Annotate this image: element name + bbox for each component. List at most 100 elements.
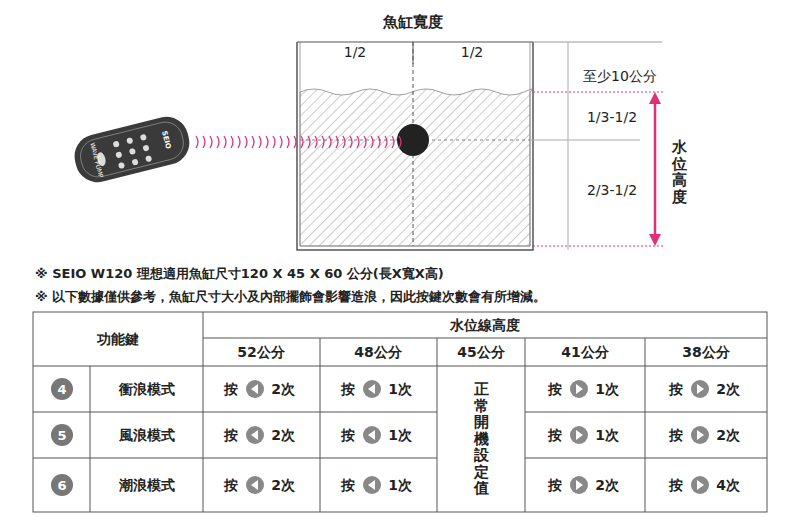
table-cell: 2次	[716, 381, 740, 398]
signal-wave	[294, 136, 296, 148]
table-cell: 按	[341, 381, 355, 398]
table-cell: 風浪模式	[119, 427, 175, 444]
signal-wave	[245, 136, 247, 148]
signal-wave	[357, 136, 359, 148]
table-cell: 按	[548, 381, 562, 398]
signal-wave	[350, 136, 352, 148]
arrow-icon	[368, 430, 375, 440]
signal-wave	[364, 136, 366, 148]
button-icon	[570, 380, 588, 398]
table-cell: 1次	[388, 427, 412, 444]
label: 1/3-1/2	[587, 109, 637, 126]
table-cell: 2次	[595, 477, 619, 494]
button-icon	[570, 426, 588, 444]
callout-number: 6	[51, 474, 73, 496]
arrow-icon	[576, 430, 583, 440]
label: 水位線高度	[450, 317, 520, 334]
table-cell: 按	[341, 477, 355, 494]
signal-wave	[378, 136, 380, 148]
label: 1/2	[461, 44, 484, 61]
signal-wave	[287, 136, 289, 148]
signal-wave	[315, 136, 317, 148]
signal-wave	[343, 136, 345, 148]
button-icon	[691, 476, 709, 494]
table-cell: 潮浪模式	[119, 477, 175, 494]
signal-wave	[280, 136, 282, 148]
table-cell: 2次	[271, 427, 295, 444]
table-cell: 4次	[716, 477, 740, 494]
table-cell: 2次	[271, 381, 295, 398]
table-cell: 2次	[716, 427, 740, 444]
signal-wave	[392, 136, 394, 148]
signal-wave	[203, 136, 205, 148]
button-icon	[363, 426, 381, 444]
vertical-label: 正常開機設定值	[474, 381, 489, 497]
table-cell: 按	[224, 381, 238, 398]
arrow-icon	[251, 480, 258, 490]
arrow-icon	[368, 480, 375, 490]
label: 41公分	[561, 344, 608, 361]
button-icon	[363, 380, 381, 398]
callout-number: 5	[51, 424, 73, 446]
button-icon	[691, 380, 709, 398]
arrow-icon	[576, 480, 583, 490]
table-cell: 按	[224, 477, 238, 494]
signal-wave	[301, 136, 303, 148]
button-icon	[363, 476, 381, 494]
table-cell: 按	[669, 477, 683, 494]
arrow-icon	[576, 384, 583, 394]
signal-wave	[238, 136, 240, 148]
table-cell: 1次	[388, 381, 412, 398]
table-cell: 按	[548, 477, 562, 494]
button-icon	[246, 426, 264, 444]
signal-wave	[210, 136, 212, 148]
callout-text: 5	[57, 428, 66, 443]
signal-wave	[217, 136, 219, 148]
signal-wave	[329, 136, 331, 148]
callout-number: 4	[51, 378, 73, 400]
callout-text: 6	[57, 478, 66, 493]
signal-wave	[224, 136, 226, 148]
signal-wave	[322, 136, 324, 148]
signal-wave	[371, 136, 373, 148]
table-cell: 衝浪模式	[119, 381, 175, 398]
signal-wave	[336, 136, 338, 148]
arrow-icon	[251, 430, 258, 440]
button-icon	[246, 380, 264, 398]
table-cell: 2次	[271, 477, 295, 494]
label: 功能鍵	[97, 331, 139, 348]
arrow-icon	[697, 430, 704, 440]
label: ※ 以下數據僅供參考，魚缸尺寸大小及內部擺飾會影響造浪，因此按鍵次數會有所增減。	[35, 289, 546, 305]
table-cell: 1次	[388, 477, 412, 494]
signal-wave	[399, 136, 401, 148]
button-icon	[246, 476, 264, 494]
label: 2/3-1/2	[587, 182, 637, 199]
table-cell: 按	[669, 427, 683, 444]
table-cell: 1次	[595, 381, 619, 398]
label: 1/2	[344, 44, 367, 61]
vertical-label: 水位高度	[672, 139, 687, 205]
label: 52公分	[237, 344, 284, 361]
label: 45公分	[457, 344, 504, 361]
signal-wave	[273, 136, 275, 148]
callout-text: 4	[57, 382, 66, 397]
table-cell: 按	[548, 427, 562, 444]
signal-wave	[385, 136, 387, 148]
table-cell: 1次	[595, 427, 619, 444]
signal-wave	[196, 136, 198, 148]
arrow-icon	[368, 384, 375, 394]
signal-wave	[231, 136, 233, 148]
label: 38公分	[682, 344, 729, 361]
label: 至少10公分	[583, 68, 657, 85]
label: 48公分	[354, 344, 401, 361]
signal-wave	[308, 136, 310, 148]
button-icon	[570, 476, 588, 494]
table-cell: 按	[224, 427, 238, 444]
table-cell: 按	[669, 381, 683, 398]
signal-wave	[252, 136, 254, 148]
arrow-icon	[697, 480, 704, 490]
label: ※ SEIO W120 理想適用魚缸尺寸120 X 45 X 60 公分(長X寬…	[35, 266, 444, 282]
table-cell: 按	[341, 427, 355, 444]
signal-wave	[259, 136, 261, 148]
